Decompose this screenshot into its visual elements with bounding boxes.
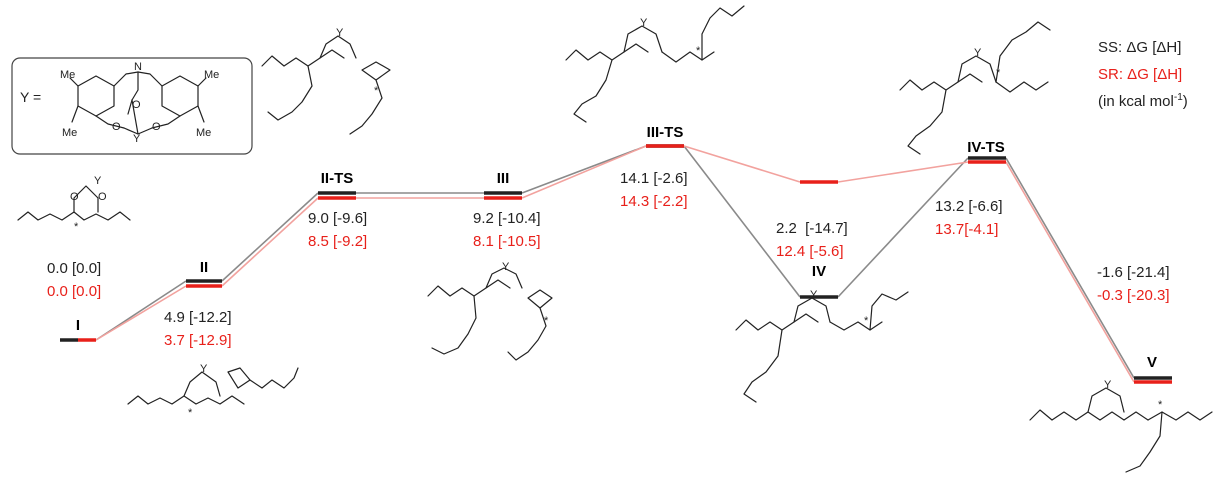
- connector-sr-iv-to-iv-ts: [837, 161, 969, 183]
- ligand-me-4: Me: [196, 127, 211, 139]
- ligand-me-2: Me: [62, 127, 77, 139]
- connector-ss-iv-ts-to-v: [1005, 157, 1135, 379]
- structure-ii-star: *: [188, 407, 193, 419]
- connector-ss-iv-to-iv-ts: [837, 157, 969, 298]
- connector-ss-iii-ts-to-iv: [683, 145, 801, 298]
- energy-value-ii-ts-sr: 8.5 [-9.2]: [308, 233, 367, 250]
- state-label-v: V: [1147, 354, 1157, 371]
- energy-value-iii-ss: 9.2 [-10.4]: [473, 210, 541, 227]
- ligand-box: Y = Me Me Me Me N O O O Y: [11, 57, 253, 155]
- ligand-atom-o1: O: [112, 121, 121, 133]
- energy-value-iv-ts-sr: 13.7[-4.1]: [935, 221, 998, 238]
- state-label-ii-ts: II-TS: [321, 170, 354, 187]
- connector-sr-iv-ts-to-v: [1005, 161, 1135, 383]
- structure-i-o2: O: [98, 191, 107, 203]
- structure-ii: Y *: [127, 363, 299, 419]
- ligand-structure: [69, 71, 207, 135]
- structure-iv: Y *: [735, 289, 909, 403]
- state-label-iv-ts: IV-TS: [967, 139, 1005, 156]
- ligand-atom-y: Y: [133, 133, 141, 145]
- structure-v-star: *: [1158, 399, 1163, 411]
- energy-value-ii-sr: 3.7 [-12.9]: [164, 332, 232, 349]
- ligand-atom-o3: O: [152, 121, 161, 133]
- connector-sr-i-to-ii: [95, 285, 187, 341]
- structure-i: Y O O *: [17, 175, 131, 233]
- structure-i-o1: O: [70, 191, 79, 203]
- state-label-iii: III: [497, 170, 510, 187]
- structure-iv-y: Y: [810, 289, 818, 301]
- structure-ii-ts-star: *: [374, 85, 379, 97]
- energy-value-iii-ts-sr: 14.3 [-2.2]: [620, 193, 688, 210]
- structure-ii-ts: Y *: [261, 27, 391, 135]
- ligand-me-3: Me: [204, 69, 219, 81]
- ligand-atom-o2: O: [132, 99, 141, 111]
- energy-value-ii-ts-ss: 9.0 [-9.6]: [308, 210, 367, 227]
- state-label-ii: II: [200, 259, 208, 276]
- energy-value-i-sr: 0.0 [0.0]: [47, 283, 101, 300]
- energy-value-i-ss: 0.0 [0.0]: [47, 260, 101, 277]
- energy-value-v-sr: -0.3 [-20.3]: [1097, 287, 1170, 304]
- state-label-iii-ts: III-TS: [647, 124, 684, 141]
- structure-iv-ts-y: Y: [974, 47, 982, 59]
- energy-value-iii-sr: 8.1 [-10.5]: [473, 233, 541, 250]
- structure-iii-y: Y: [502, 261, 510, 273]
- structure-iii: Y *: [427, 261, 553, 361]
- energy-value-ii-ss: 4.9 [-12.2]: [164, 309, 232, 326]
- energy-value-v-ss: -1.6 [-21.4]: [1097, 264, 1170, 281]
- pathway-connectors: [95, 145, 1135, 383]
- structure-v-y: Y: [1104, 379, 1112, 391]
- legend-units: (in kcal mol-1): [1098, 92, 1188, 110]
- structure-iii-star: *: [544, 315, 549, 327]
- structure-ii-ts-y: Y: [336, 27, 344, 39]
- connector-ss-ii-to-ii-ts: [221, 192, 319, 282]
- ligand-me-1: Me: [60, 69, 75, 81]
- legend-ss: SS: ΔG [ΔH]: [1098, 39, 1181, 56]
- energy-value-iii-ts-ss: 14.1 [-2.6]: [620, 170, 688, 187]
- state-label-i: I: [76, 317, 80, 334]
- structure-i-y: Y: [94, 175, 102, 187]
- structure-iii-ts: Y *: [565, 5, 745, 123]
- connector-sr-iii-to-iii-ts: [521, 145, 647, 199]
- structure-iv-star: *: [864, 315, 869, 327]
- legend-sr: SR: ΔG [ΔH]: [1098, 66, 1182, 83]
- structure-v: Y *: [1029, 379, 1213, 473]
- structure-iv-ts: Y *: [899, 21, 1051, 155]
- ligand-atom-n: N: [134, 61, 142, 73]
- legend: SS: ΔG [ΔH] SR: ΔG [ΔH] (in kcal mol-1): [1098, 39, 1188, 110]
- connector-sr-iii-ts-to-iv: [683, 145, 801, 183]
- state-label-iv: IV: [812, 263, 826, 280]
- connector-sr-ii-to-ii-ts: [221, 197, 319, 287]
- structure-ii-y: Y: [200, 363, 208, 375]
- energy-value-iv-ss: 2.2 [-14.7]: [776, 220, 848, 237]
- structure-iii-ts-y: Y: [640, 17, 648, 29]
- energy-levels: [60, 144, 1172, 384]
- structure-iii-ts-star: *: [696, 45, 701, 57]
- structure-iv-ts-star: *: [996, 67, 1001, 79]
- structure-i-star: *: [74, 221, 79, 233]
- energy-value-iv-sr: 12.4 [-5.6]: [776, 243, 844, 260]
- energy-value-iv-ts-ss: 13.2 [-6.6]: [935, 198, 1003, 215]
- ligand-y-label: Y =: [20, 89, 41, 105]
